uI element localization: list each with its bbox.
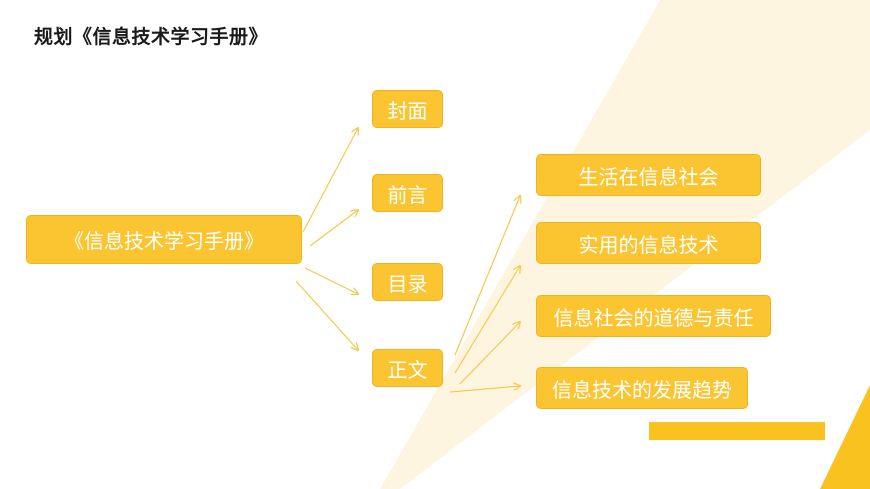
node-life-in-info-society: 生活在信息社会 — [536, 154, 761, 196]
arrow-root-to-cover — [302, 128, 358, 233]
page-title: 规划《信息技术学习手册》 — [34, 26, 269, 48]
arrow-body-to-item3 — [459, 322, 520, 385]
node-it-trends: 信息技术的发展趋势 — [536, 367, 748, 409]
node-preface: 前言 — [372, 174, 443, 212]
root-node: 《信息技术学习手册》 — [26, 215, 302, 264]
arrow-root-to-contents — [304, 267, 358, 294]
node-cover: 封面 — [372, 90, 443, 128]
node-contents: 目录 — [372, 263, 443, 301]
arrow-body-to-item1 — [454, 196, 520, 356]
yellow-corner-triangle — [820, 385, 870, 489]
node-ethics-responsibility: 信息社会的道德与责任 — [536, 295, 771, 337]
arrow-body-to-item4 — [449, 386, 520, 393]
node-practical-it: 实用的信息技术 — [536, 222, 761, 264]
node-body: 正文 — [372, 349, 443, 387]
arrow-body-to-item2 — [454, 266, 520, 374]
arrow-root-to-body — [295, 280, 358, 350]
arrow-root-to-preface — [309, 210, 358, 247]
decorative-bar — [649, 422, 825, 440]
